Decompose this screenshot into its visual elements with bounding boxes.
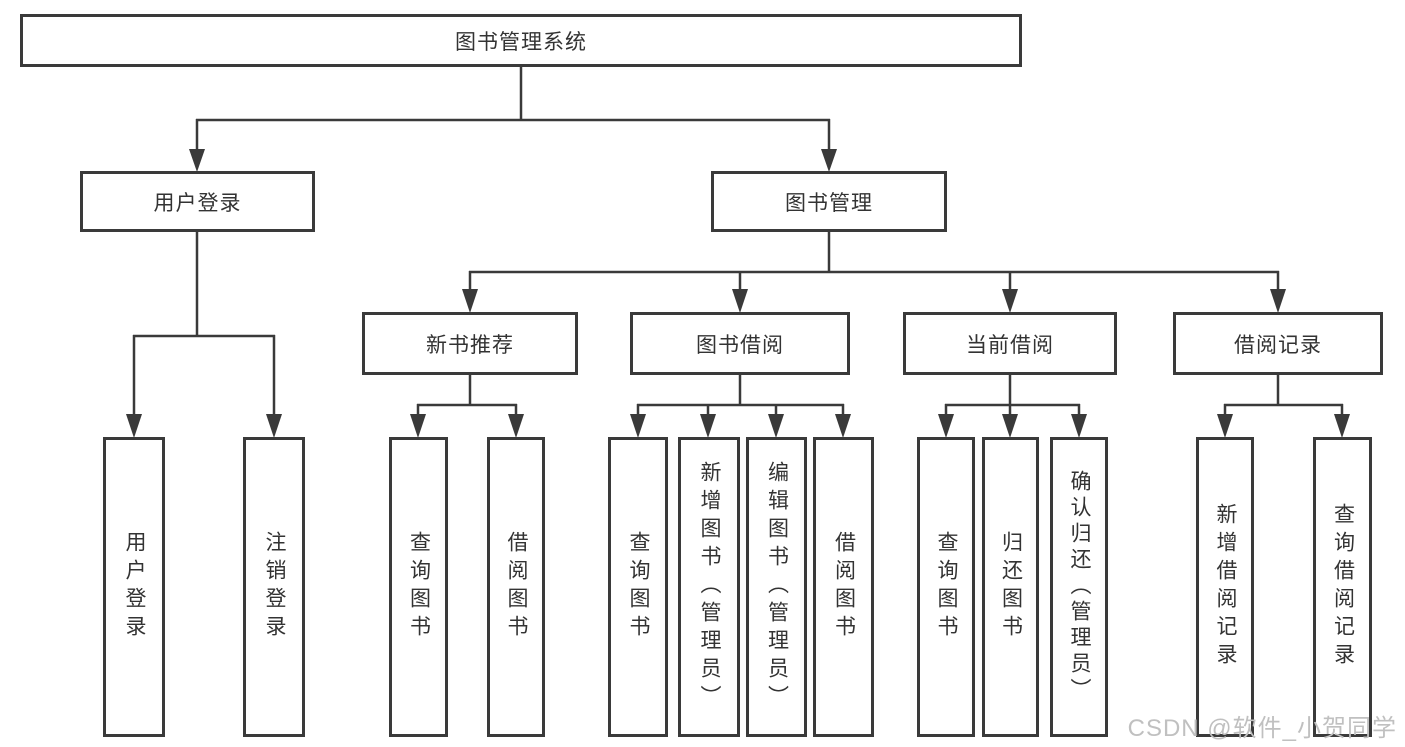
leaf-newbook-borrow-books: 借阅图书 — [487, 437, 545, 737]
leaf-records-add-record: 新增借阅记录 — [1196, 437, 1254, 737]
node-label: 当前借阅 — [966, 333, 1054, 357]
leaf-current-return-books: 归还图书 — [982, 437, 1039, 737]
leaf-records-query-record: 查询借阅记录 — [1313, 437, 1372, 737]
node-label: 图书管理系统 — [455, 30, 587, 54]
node-label: 图书借阅 — [696, 333, 784, 357]
node-label: 查询图书 — [935, 531, 958, 643]
node-label: 借阅记录 — [1234, 333, 1322, 357]
node-label: 查询图书 — [627, 531, 650, 643]
watermark: CSDN @软件_小贺同学 — [1127, 715, 1397, 742]
node-label: 新增图书（管理员） — [698, 461, 721, 713]
node-label: 新增借阅记录 — [1214, 503, 1237, 671]
leaf-borrow-edit-books-admin: 编辑图书（管理员） — [746, 437, 807, 737]
node-label: 图书管理 — [785, 191, 873, 215]
node-current-borrow: 当前借阅 — [903, 312, 1117, 375]
leaf-borrow-query-books: 查询图书 — [608, 437, 668, 737]
leaf-current-confirm-return-admin: 确认归还（管理员） — [1050, 437, 1108, 737]
leaf-newbook-query-books: 查询图书 — [389, 437, 448, 737]
node-label: 借阅图书 — [505, 531, 528, 643]
node-label: 确认归还（管理员） — [1068, 470, 1091, 704]
leaf-borrow-borrow-books: 借阅图书 — [813, 437, 874, 737]
node-label: 编辑图书（管理员） — [765, 461, 789, 713]
node-book-management: 图书管理 — [711, 171, 947, 232]
node-label: 注销登录 — [263, 531, 286, 643]
node-label: 新书推荐 — [426, 333, 514, 357]
node-book-borrow: 图书借阅 — [630, 312, 850, 375]
node-label: 归还图书 — [999, 531, 1023, 643]
node-borrow-records: 借阅记录 — [1173, 312, 1383, 375]
node-label: 查询借阅记录 — [1331, 503, 1355, 671]
leaf-current-query-books: 查询图书 — [917, 437, 975, 737]
leaf-borrow-add-books-admin: 新增图书（管理员） — [678, 437, 740, 737]
node-root: 图书管理系统 — [20, 14, 1022, 67]
node-label: 查询图书 — [407, 531, 431, 643]
node-label: 用户登录 — [123, 531, 146, 643]
node-label: 借阅图书 — [832, 531, 856, 643]
node-new-book-recommend: 新书推荐 — [362, 312, 578, 375]
leaf-user-login: 用户登录 — [103, 437, 165, 737]
leaf-logout: 注销登录 — [243, 437, 305, 737]
node-label: 用户登录 — [153, 191, 242, 215]
node-user-login: 用户登录 — [80, 171, 315, 232]
